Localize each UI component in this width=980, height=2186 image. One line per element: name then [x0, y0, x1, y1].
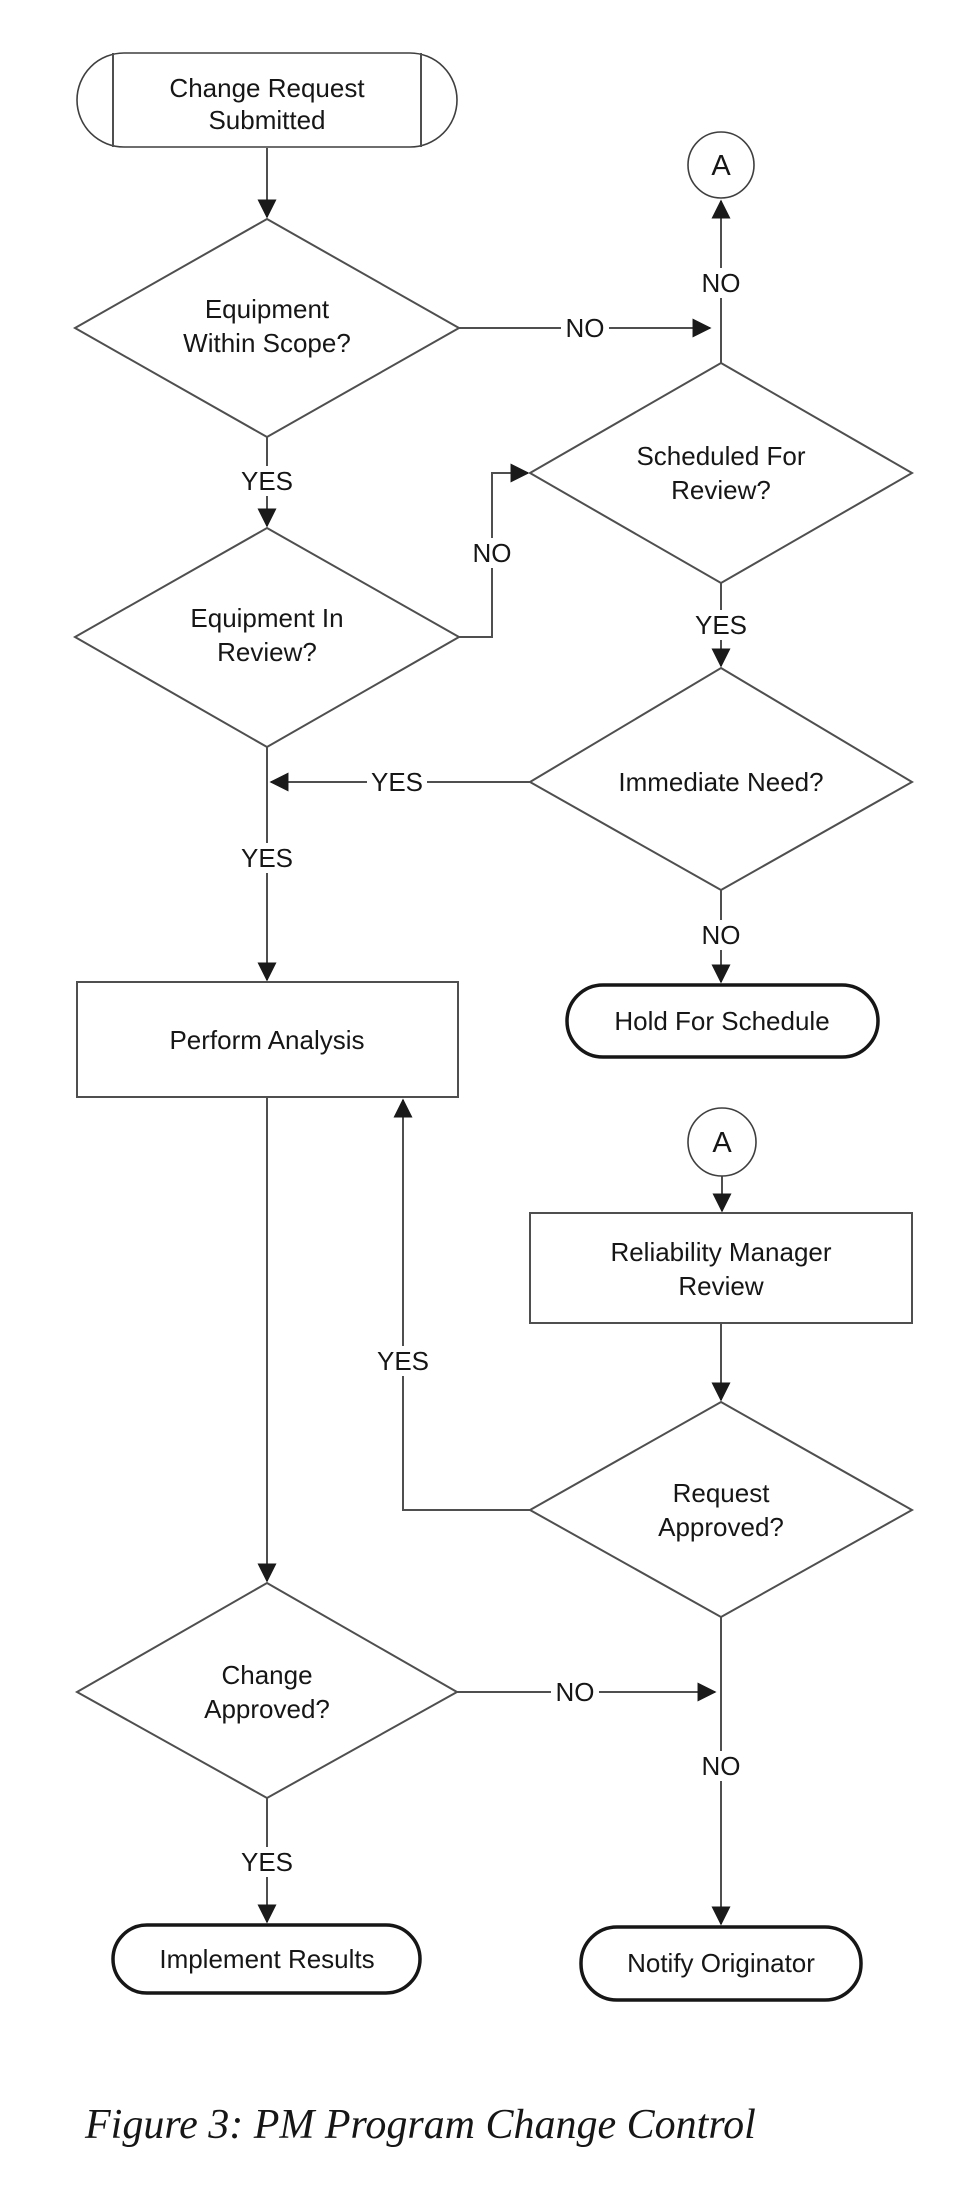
label-bg: [561, 313, 609, 343]
edge-label-request-no: NO: [702, 1751, 741, 1781]
connector-a-bottom-circle: [687, 1107, 757, 1177]
node-change-approved: Change Approved?: [74, 1581, 460, 1800]
connector-a-bottom: A: [687, 1107, 757, 1177]
notify-terminator-shape: [579, 1925, 863, 2002]
inreview-decision-shape: [72, 526, 462, 749]
hold-label: Hold For Schedule: [614, 1006, 829, 1036]
edge-label-scope-no: NO: [566, 313, 605, 343]
scheduled-decision-shape: [527, 361, 915, 585]
scheduled-label-line1: Scheduled For: [636, 441, 805, 471]
edge-label-immediate-yes: YES: [371, 767, 423, 797]
label-bg: [697, 1751, 745, 1781]
node-equipment-within-scope: Equipment Within Scope?: [72, 217, 462, 439]
rmr-label-line2: Review: [678, 1271, 763, 1301]
node-request-approved: Request Approved?: [527, 1400, 915, 1619]
edge-label-inreview-yes: YES: [241, 843, 293, 873]
notify-label: Notify Originator: [627, 1948, 815, 1978]
connector-a-top-circle: [687, 131, 755, 199]
inreview-label-line2: Review?: [217, 637, 317, 667]
edge-labels: NO NO NO YES YES YES YES NO YES NO NO YE…: [237, 268, 751, 1877]
label-bg: [237, 843, 297, 873]
immediate-label: Immediate Need?: [618, 767, 823, 797]
hold-terminator-shape: [565, 983, 880, 1059]
scope-label-line1: Equipment: [205, 294, 330, 324]
label-bg: [697, 268, 745, 298]
edge-label-scope-yes: YES: [241, 466, 293, 496]
node-reliability-manager-review: Reliability Manager Review: [529, 1212, 913, 1324]
label-bg: [468, 538, 516, 568]
immediate-decision-shape: [528, 666, 914, 892]
rmr-process-shape: [529, 1212, 913, 1324]
label-bg: [237, 1847, 297, 1877]
figure-caption: Figure 3: PM Program Change Control: [84, 2102, 756, 2148]
edge-label-inreview-no: NO: [473, 538, 512, 568]
change-label-line2: Approved?: [204, 1694, 330, 1724]
implement-label: Implement Results: [159, 1944, 374, 1974]
request-label-line1: Request: [673, 1478, 771, 1508]
node-equipment-in-review: Equipment In Review?: [72, 526, 462, 749]
change-label-line1: Change: [221, 1660, 312, 1690]
node-scheduled-for-review: Scheduled For Review?: [527, 361, 915, 585]
edge-label-scheduled-yes: YES: [695, 610, 747, 640]
label-bg: [697, 920, 745, 950]
request-decision-shape: [527, 1400, 915, 1619]
scope-decision-shape: [72, 217, 462, 439]
node-hold-for-schedule: Hold For Schedule: [565, 983, 880, 1059]
edge-label-immediate-no: NO: [702, 920, 741, 950]
label-bg: [551, 1677, 599, 1707]
start-terminator-shape: [76, 52, 458, 148]
perform-label: Perform Analysis: [169, 1025, 364, 1055]
connector-a-bottom-label: A: [712, 1127, 732, 1159]
edge-label-change-no: NO: [556, 1677, 595, 1707]
perform-process-shape: [76, 981, 459, 1098]
node-start: Change Request Submitted: [76, 52, 458, 148]
rmr-label-line1: Reliability Manager: [610, 1237, 831, 1267]
node-implement-results: Implement Results: [111, 1923, 422, 1995]
label-bg: [691, 610, 751, 640]
implement-terminator-shape: [111, 1923, 422, 1995]
label-bg: [367, 767, 427, 797]
start-label-line2: Submitted: [208, 105, 325, 135]
change-decision-shape: [74, 1581, 460, 1800]
edge-label-change-yes: YES: [241, 1847, 293, 1877]
edge-label-request-yes: YES: [377, 1346, 429, 1376]
node-notify-originator: Notify Originator: [579, 1925, 863, 2002]
label-bg: [373, 1346, 433, 1376]
edge-request-yes-to-perform: [393, 1098, 530, 1511]
label-bg: [237, 466, 297, 496]
inreview-label-line1: Equipment In: [190, 603, 343, 633]
connector-a-top-label: A: [711, 150, 731, 182]
connector-a-top: A: [687, 131, 755, 199]
node-immediate-need: Immediate Need?: [528, 666, 914, 892]
start-label-line1: Change Request: [169, 73, 365, 103]
request-label-line2: Approved?: [658, 1512, 784, 1542]
edge-label-scheduled-no: NO: [702, 268, 741, 298]
scope-label-line2: Within Scope?: [183, 328, 351, 358]
scheduled-label-line2: Review?: [671, 475, 771, 505]
node-perform-analysis: Perform Analysis: [76, 981, 459, 1098]
